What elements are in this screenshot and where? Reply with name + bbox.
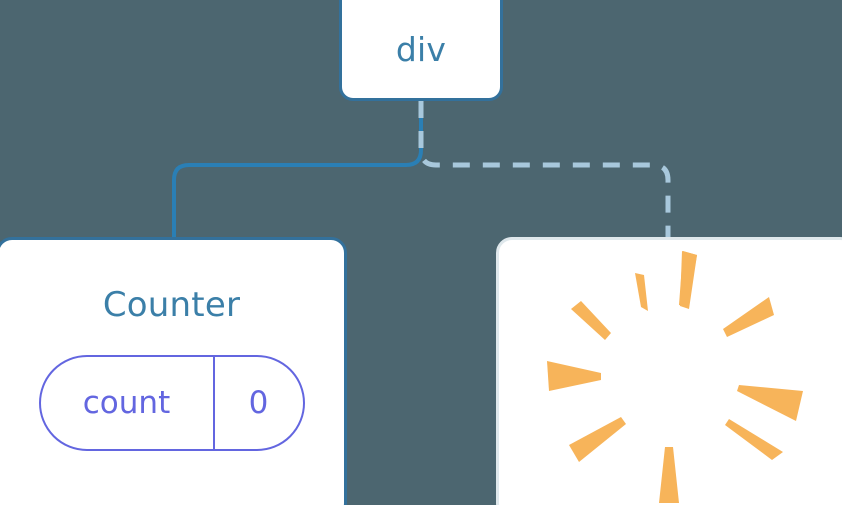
node-sparkle[interactable] bbox=[496, 237, 842, 505]
sparkle-ray-nw bbox=[571, 301, 611, 340]
sparkle-ray-e bbox=[737, 385, 803, 421]
state-value-label: 0 bbox=[212, 357, 303, 449]
state-pill-count[interactable]: count 0 bbox=[38, 355, 305, 451]
state-key-label: count bbox=[82, 384, 171, 421]
node-div[interactable]: div bbox=[339, 0, 503, 101]
sparkle-ray-nnw bbox=[635, 273, 648, 311]
sparkle-ray-sw bbox=[569, 417, 626, 462]
node-counter-label: Counter bbox=[102, 285, 241, 325]
sparkle-ray-w bbox=[547, 361, 601, 391]
sparkle-ray-ne bbox=[723, 297, 774, 337]
edge-div-to-counter bbox=[172, 101, 423, 239]
node-div-label: div bbox=[395, 30, 447, 69]
sparkle-burst-icon bbox=[547, 251, 803, 503]
sparkle-ray-nne bbox=[680, 251, 697, 309]
sparkle-ray-se bbox=[725, 419, 783, 460]
edge-div-to-sparkle bbox=[418, 101, 671, 239]
sparkle-ray-s bbox=[659, 447, 679, 503]
node-counter[interactable]: Counter count 0 bbox=[0, 237, 347, 505]
